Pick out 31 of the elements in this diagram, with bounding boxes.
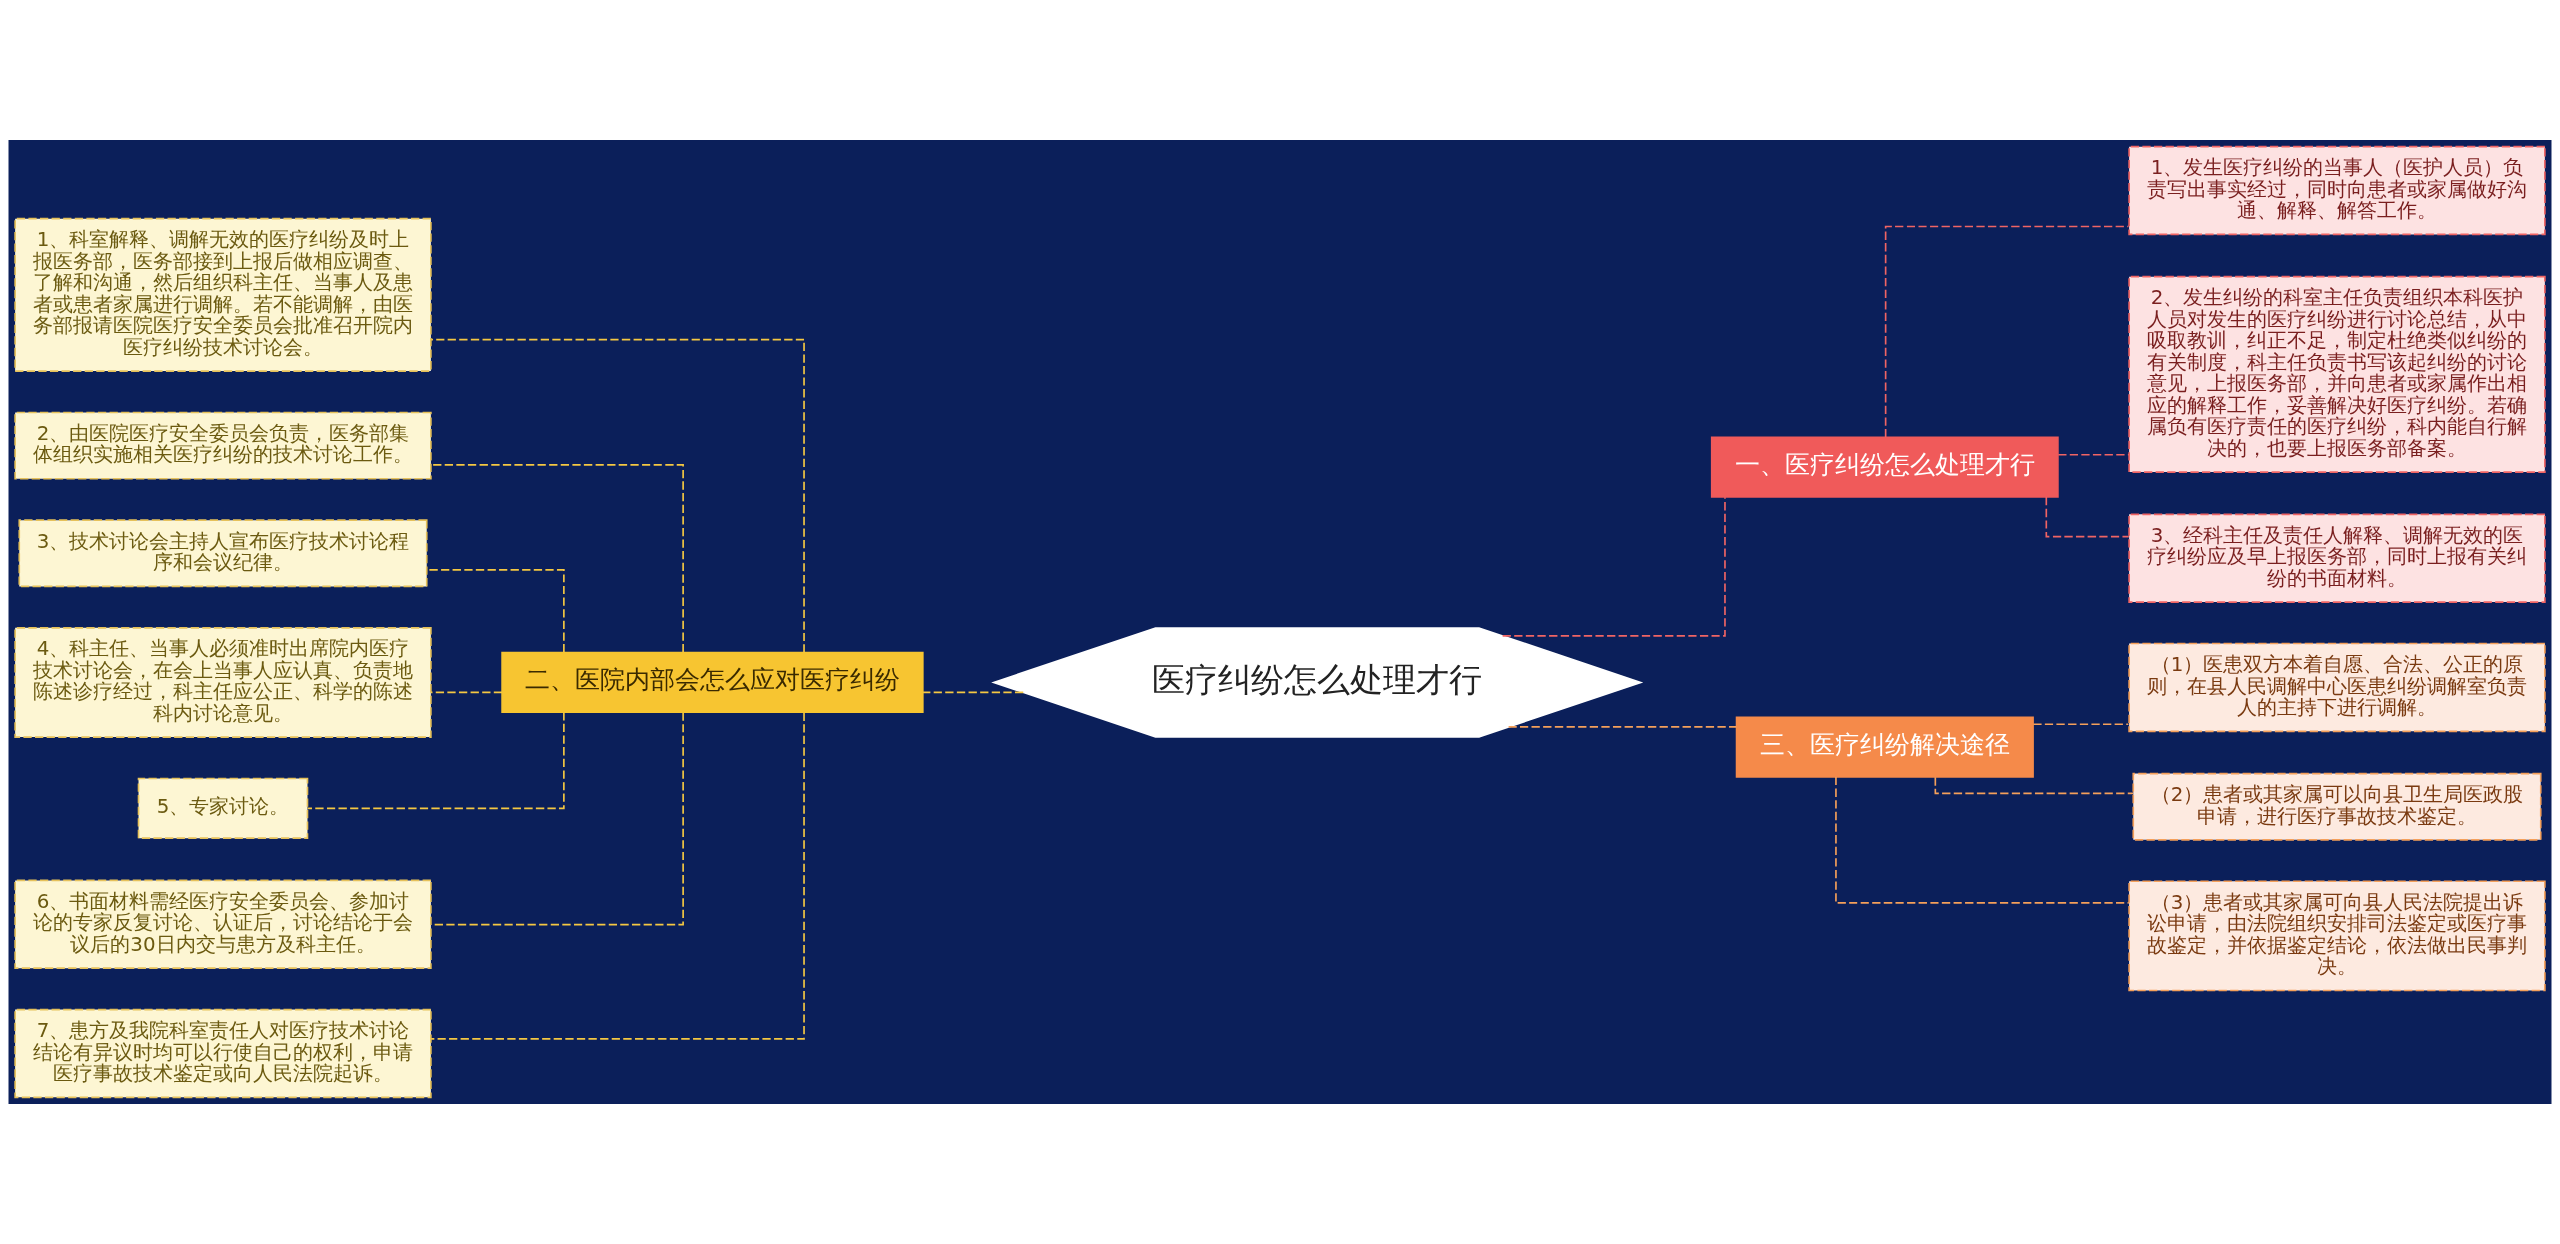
node-box: 二、医院内部会怎么应对医疗纠纷 (501, 651, 924, 714)
node-box: 一、医疗纠纷怎么处理才行 (1710, 436, 2059, 498)
connector (2032, 723, 2130, 726)
connector (430, 691, 503, 694)
connector (922, 691, 1025, 694)
connector (1835, 776, 2130, 904)
connector (430, 464, 684, 654)
connector (430, 338, 805, 654)
connector (1501, 496, 1726, 637)
node-box: 三、医疗纠纷解决途径 (1735, 716, 2034, 778)
node-box: （1）医患双方本着自愿、合法、公正的原则，在县人民调解中心医患纠纷调解室负责人的主持下进行调解。 (2128, 642, 2546, 733)
connector (426, 569, 565, 654)
node-box: 3、技术讨论会主持人宣布医疗技术讨论程序和会议纪律。 (18, 519, 428, 588)
connector (430, 712, 805, 1040)
node-box: 1、发生医疗纠纷的当事人（医护人员）负责写出事实经过，同时向患者或家属做好沟通、解释、解答工作。 (2128, 145, 2546, 236)
connector (2057, 453, 2130, 456)
connector (306, 711, 565, 810)
node-box: 4、科主任、当事人必须准时出席院内医疗技术讨论会，在会上当事人应认真、负责地陈述诊疗经过，科主任应公正、科学的陈述科内讨论意见。 (14, 626, 432, 738)
connector (1884, 225, 2130, 438)
node-box: （2）患者或其家属可以向县卫生局医政股申请，进行医疗事故技术鉴定。 (2132, 772, 2542, 841)
node-box: 5、专家讨论。 (137, 777, 309, 839)
node-box: 3、经科主任及责任人解释、调解无效的医疗纠纷应及早上报医务部，同时上报有关纠纷的书面材料。 (2128, 513, 2546, 603)
node-box: （3）患者或其家属可向县人民法院提出诉讼申请，由法院组织安排司法鉴定或医疗事故鉴定，并依据鉴定结论，依法做出民事判决。 (2128, 880, 2546, 992)
connector (2045, 496, 2130, 538)
node-box: 2、由医院医疗安全委员会负责，医务部集体组织实施相关医疗纠纷的技术讨论工作。 (14, 411, 432, 480)
connector (1507, 726, 1738, 728)
node-box: 6、书面材料需经医疗安全委员会、参加讨论的专家反复讨论、认证后，讨论结论于会议后的30日内交与患方及科主任。 (14, 879, 432, 969)
node-box: 2、发生纠纷的科室主任负责组织本科医护人员对发生的医疗纠纷进行讨论总结，从中吸取教训，纠正不足，制定杜绝类似纠纷的有关制度，科主任负责书写该起纠纷的讨论意见，上报医务部，并向患者或家属作出相应的解释工作，妥善解决好医疗纠纷。若确属负有医疗责任的医疗纠纷，科内能自行解决的，也要上报医务部备案。 (2128, 275, 2546, 473)
node-box: 7、患方及我院科室责任人对医疗技术讨论结论有异议时均可以行使自己的权利，申请医疗事故技术鉴定或向人民法院起诉。 (14, 1008, 432, 1099)
connector (1934, 776, 2135, 795)
node-box: 1、科室解释、调解无效的医疗纠纷及时上报医务部，医务部接到上报后做相应调查、了解和沟通，然后组织科主任、当事人及患者或患者家属进行调解。若不能调解，由医务部报请医院医疗安全委员会批准召开院内医疗纠纷技术讨论会。 (14, 217, 432, 372)
